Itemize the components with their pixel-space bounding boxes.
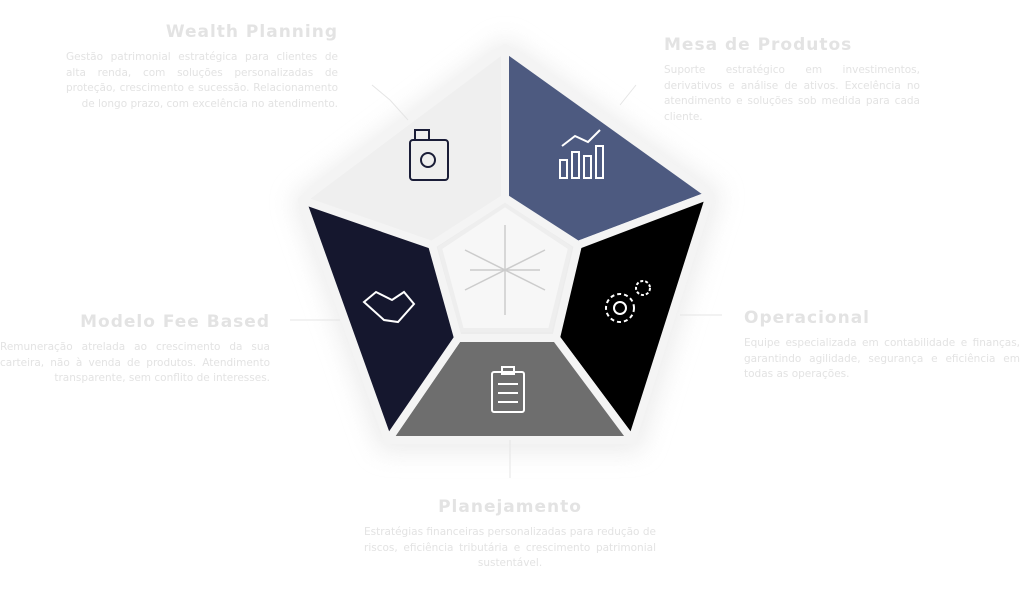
compass-star-icon [464, 225, 546, 315]
planejamento-title: Planejamento [438, 497, 582, 517]
operacional-block: Operacional Equipe especializada em cont… [744, 308, 1020, 383]
clipboard-icon [491, 366, 525, 413]
modelo-fee-based-text: Remuneração atrelada ao crescimento da s… [0, 341, 270, 384]
segment-modelo-fee-based[interactable] [298, 196, 462, 444]
planejamento-text: Estratégias financeiras personalizadas p… [364, 526, 656, 569]
mesa-de-produtos-block: Mesa de Produtos Suporte estratégico em … [664, 35, 920, 125]
mesa-de-produtos-title: Mesa de Produtos [664, 35, 853, 55]
wealth-planning-block: Wealth Planning Gestão patrimonial estra… [66, 22, 338, 112]
chart-icon [559, 129, 604, 179]
mesa-de-produtos-text: Suporte estratégico em investimentos, de… [664, 64, 920, 123]
wealth-planning-text: Gestão patrimonial estratégica para clie… [66, 51, 338, 110]
operacional-text: Equipe especializada em contabilidade e … [744, 337, 1020, 380]
planejamento-block: Planejamento Estratégias financeiras per… [364, 497, 656, 572]
safe-icon [409, 129, 449, 181]
modelo-fee-based-block: Modelo Fee Based Remuneração atrelada ao… [0, 312, 270, 387]
wealth-planning-title: Wealth Planning [165, 22, 338, 42]
gears-icon [605, 280, 651, 323]
modelo-fee-based-title: Modelo Fee Based [80, 312, 270, 332]
operacional-title: Operacional [744, 308, 870, 328]
handshake-icon [362, 290, 416, 324]
